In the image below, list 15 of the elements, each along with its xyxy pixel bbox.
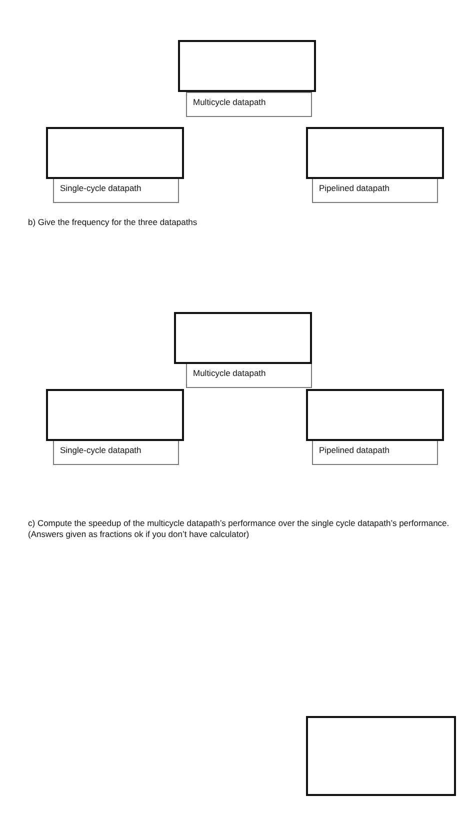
caption-label: Single-cycle datapath: [53, 440, 179, 465]
answer-box: [46, 389, 184, 441]
caption-label: Pipelined datapath: [312, 178, 438, 203]
answer-box: [306, 716, 456, 796]
caption-label: Pipelined datapath: [312, 440, 438, 465]
answer-box: [174, 312, 312, 364]
caption-label: Multicycle datapath: [186, 92, 312, 117]
answer-box: [306, 389, 444, 441]
answer-box: [178, 40, 316, 92]
answer-box: [306, 127, 444, 179]
question-text: b) Give the frequency for the three datapaths: [28, 217, 198, 228]
caption-label: Single-cycle datapath: [53, 178, 179, 203]
question-text: c) Compute the speedup of the multicycle datapath’s performance over the single cycle datapath’s performance. (Answers given as fractions ok if you don’t have calculator): [28, 518, 450, 540]
caption-label: Multicycle datapath: [186, 363, 312, 388]
answer-box: [46, 127, 184, 179]
